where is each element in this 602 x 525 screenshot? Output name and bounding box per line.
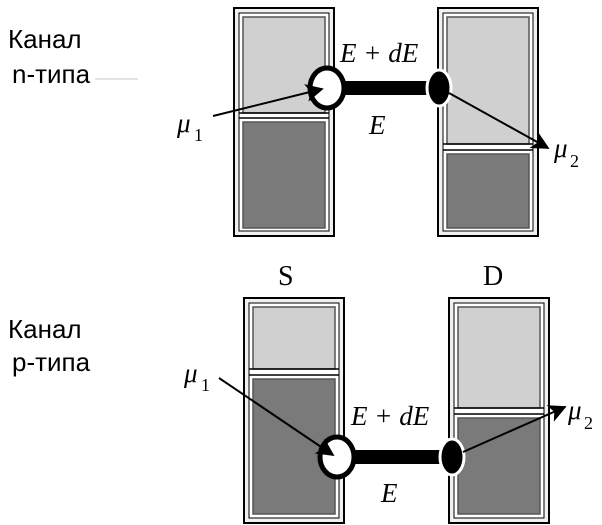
p-drain-contact xyxy=(448,297,550,524)
n-energy-lower-label: E xyxy=(368,110,386,140)
p-mu1-subscript: 1 xyxy=(201,375,210,395)
p-drain-filled-state-circle xyxy=(438,437,466,477)
n-mu2-arrow xyxy=(448,92,550,149)
p-mu2-symbol: μ xyxy=(567,395,582,425)
drain-label: D xyxy=(483,261,503,292)
p-channel-panel: Канал p-типа E + dE E μ 1 xyxy=(8,297,593,524)
p-mu2-arrow xyxy=(462,405,567,453)
p-channel-title-line1: Канал xyxy=(8,314,82,344)
p-source-empty-states xyxy=(252,306,336,370)
n-channel-panel: Канал n-типа E + dE E μ xyxy=(8,7,579,237)
p-energy-lower-label: E xyxy=(380,478,398,508)
source-label: S xyxy=(278,261,294,292)
n-channel-title-line1: Канал xyxy=(8,24,82,54)
n-channel-level-bar xyxy=(326,81,436,95)
n-mu2-subscript: 2 xyxy=(570,151,579,171)
p-channel-title-line2: p-типа xyxy=(12,347,91,377)
n-source-empty-state-circle xyxy=(307,65,347,111)
n-drain-filled-state-circle xyxy=(425,68,453,108)
p-mu1-arrow xyxy=(218,377,335,457)
n-mu1-arrow xyxy=(212,84,324,117)
n-mu1-symbol: μ xyxy=(176,108,191,138)
n-drain-empty-states xyxy=(446,16,530,145)
p-source-empty-state-circle xyxy=(317,434,357,480)
n-mu2-symbol: μ xyxy=(553,133,568,163)
n-drain-filled-states xyxy=(446,153,530,229)
n-source-filled-states xyxy=(242,121,326,229)
p-drain-filled-states xyxy=(457,417,541,515)
n-source-contact xyxy=(233,7,335,237)
p-drain-empty-states xyxy=(457,306,541,409)
p-energy-upper-label: E + dE xyxy=(350,401,430,431)
p-mu2-subscript: 2 xyxy=(584,413,593,433)
n-mu1-subscript: 1 xyxy=(194,125,203,145)
p-channel-level-bar xyxy=(338,450,450,464)
p-mu1-symbol: μ xyxy=(183,358,198,388)
n-drain-contact xyxy=(437,7,539,237)
n-channel-title-line2: n-типа xyxy=(12,59,91,89)
p-source-contact xyxy=(243,297,345,524)
n-energy-upper-label: E + dE xyxy=(339,38,419,68)
